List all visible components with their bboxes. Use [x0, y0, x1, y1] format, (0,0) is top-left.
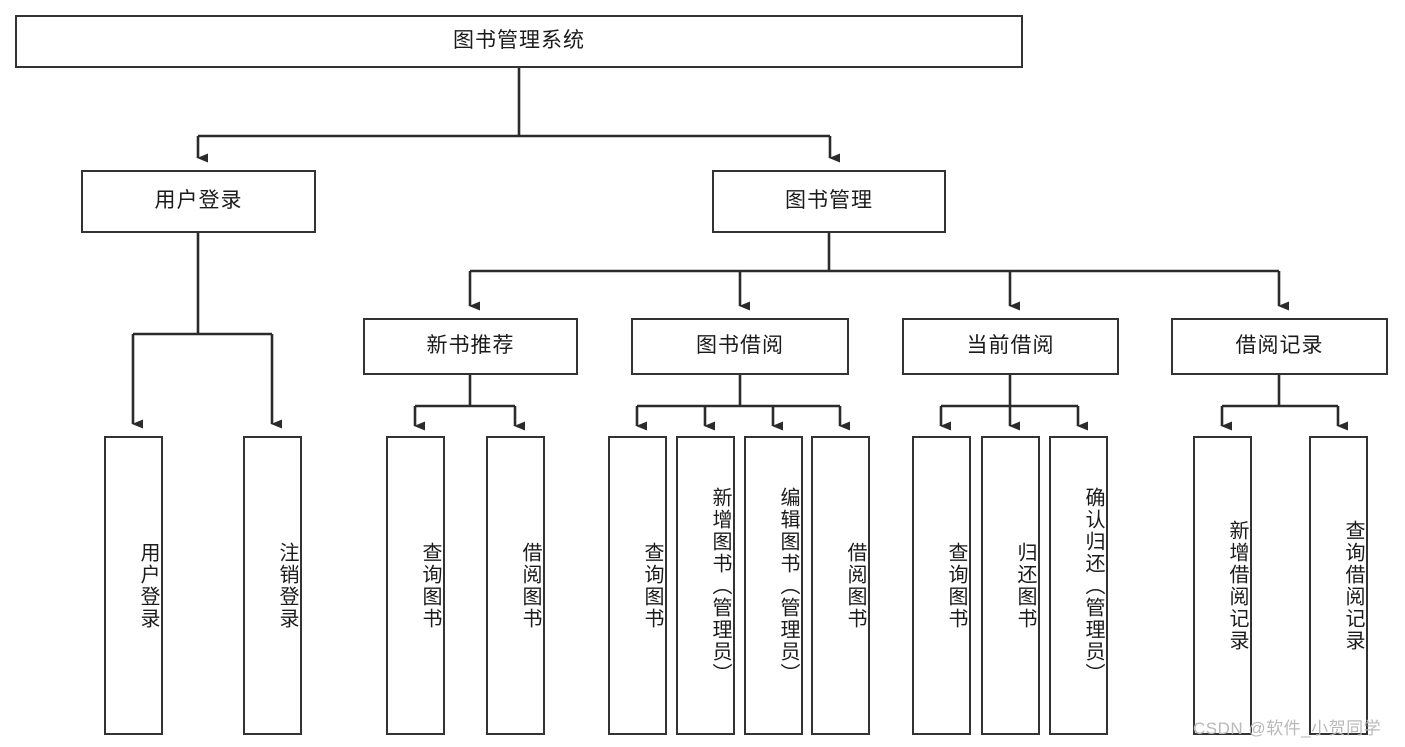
watermark-text: CSDN @软件_小贺同学	[1193, 719, 1382, 738]
node-label: 归还图书	[1014, 541, 1036, 630]
node-label: 查询图书	[641, 541, 663, 630]
node-label: 注销登录	[276, 541, 298, 630]
node-label: 图书管理	[785, 189, 873, 213]
node-label: 用户登录	[137, 541, 159, 630]
leaf-recommend-borrow-book[interactable]: 借阅图书	[486, 436, 545, 735]
leaf-record-query-record[interactable]: 查询借阅记录	[1309, 436, 1368, 735]
node-label: 图书借阅	[696, 334, 784, 358]
node-label: 新增图书（管理员）	[709, 486, 731, 685]
node-label: 借阅记录	[1235, 334, 1324, 358]
leaf-current-query-book[interactable]: 查询图书	[912, 436, 971, 735]
node-label: 借阅图书	[844, 541, 866, 630]
node-label: 编辑图书（管理员）	[777, 486, 799, 685]
leaf-borrow-borrow-book[interactable]: 借阅图书	[811, 436, 870, 735]
node-user-login[interactable]: 用户登录	[81, 170, 316, 233]
leaf-user-login-login[interactable]: 用户登录	[104, 436, 163, 735]
leaf-user-login-logout[interactable]: 注销登录	[243, 436, 302, 735]
leaf-recommend-query-book[interactable]: 查询图书	[386, 436, 445, 735]
node-label: 查询图书	[419, 541, 441, 630]
leaf-borrow-add-book-admin[interactable]: 新增图书（管理员）	[676, 436, 735, 735]
leaf-current-return-book[interactable]: 归还图书	[981, 436, 1040, 735]
leaf-borrow-edit-book-admin[interactable]: 编辑图书（管理员）	[744, 436, 803, 735]
node-book-borrow[interactable]: 图书借阅	[631, 318, 849, 375]
node-label: 借阅图书	[519, 541, 541, 630]
node-label: 查询图书	[945, 541, 967, 630]
node-label: 确认归还（管理员）	[1082, 486, 1104, 685]
node-new-book-recommend[interactable]: 新书推荐	[363, 318, 578, 375]
node-root-system[interactable]: 图书管理系统	[15, 15, 1023, 68]
node-label: 当前借阅	[966, 334, 1055, 358]
leaf-record-add-record[interactable]: 新增借阅记录	[1193, 436, 1252, 735]
node-label: 新书推荐	[426, 334, 515, 358]
node-current-borrow[interactable]: 当前借阅	[902, 318, 1119, 375]
leaf-current-confirm-return-admin[interactable]: 确认归还（管理员）	[1049, 436, 1108, 735]
node-label: 查询借阅记录	[1342, 519, 1364, 652]
node-label: 新增借阅记录	[1226, 519, 1248, 652]
node-book-management[interactable]: 图书管理	[712, 170, 946, 233]
node-borrow-record[interactable]: 借阅记录	[1171, 318, 1388, 375]
node-label: 图书管理系统	[453, 29, 585, 53]
node-label: 用户登录	[154, 189, 243, 213]
leaf-borrow-query-book[interactable]: 查询图书	[608, 436, 667, 735]
